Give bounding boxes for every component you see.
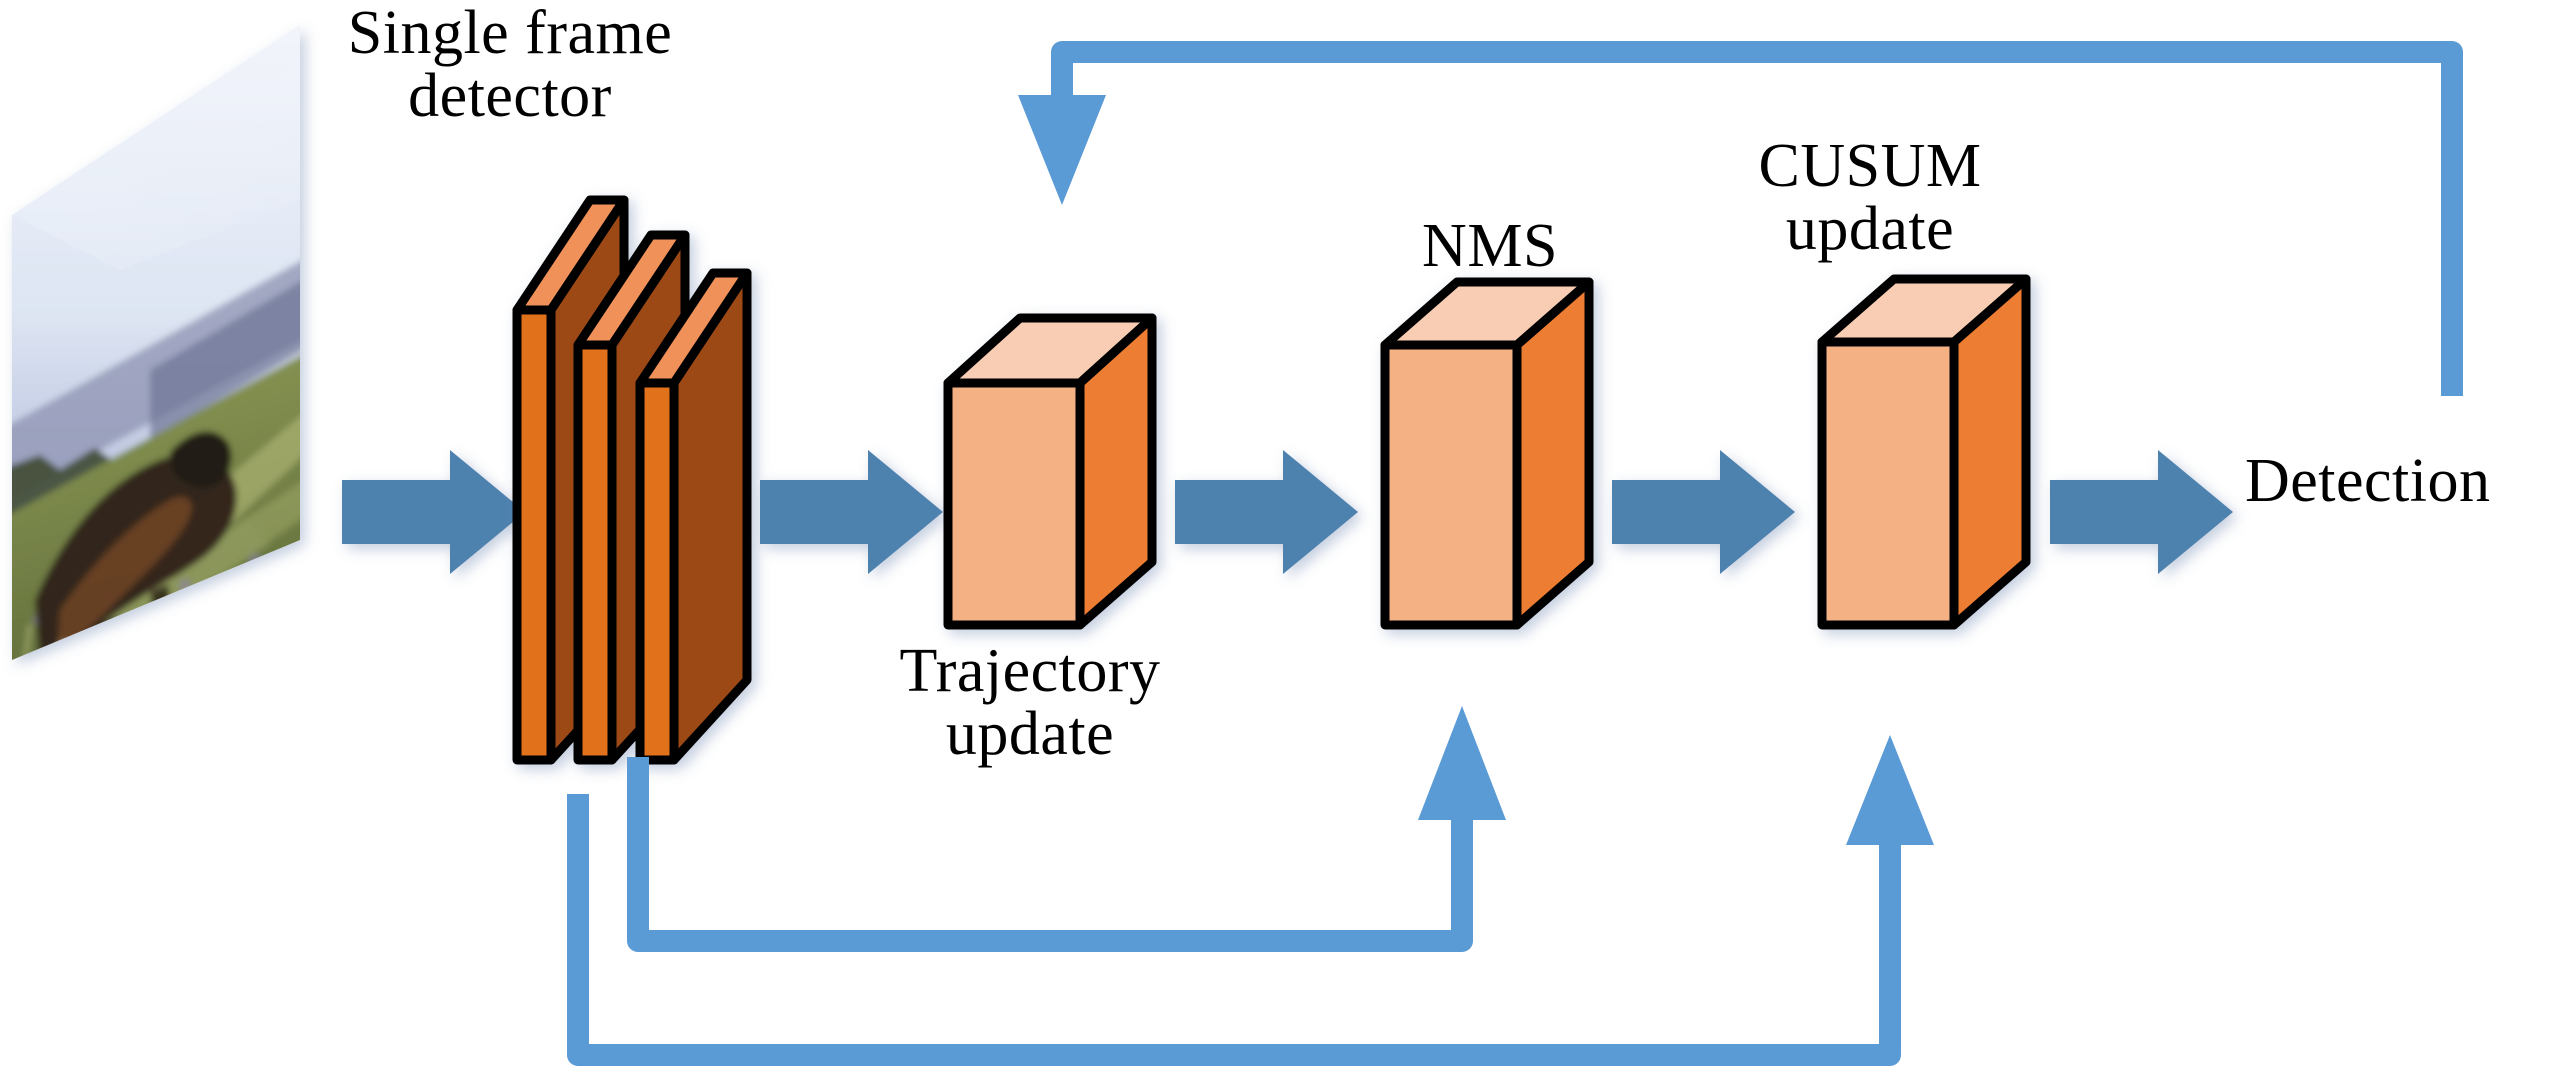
feedback-arrow-detector-to-cusum [567,735,1934,1066]
trajectory-update-box [943,313,1157,630]
single-frame-detector-block [512,195,752,765]
forward-arrow-detector-to-trajectory [760,450,943,574]
feedback-arrow-detection-to-trajectory [1018,41,2463,396]
label-nms: NMS [1422,212,1558,280]
nms-box [1380,277,1594,630]
label-detection: Detection [2245,447,2491,515]
forward-arrow-nms-to-cusum [1612,450,1795,574]
cusum-update-box [1817,274,2031,630]
forward-arrow-cusum-to-detection [2050,450,2233,574]
forward-arrow-trajectory-to-nms [1175,450,1358,574]
label-single-frame-detector: Single frame detector [347,0,673,131]
label-trajectory-update: Trajectory update [899,637,1161,769]
label-cusum-update: CUSUM update [1758,132,1982,264]
detector-slab-3 [635,268,752,765]
feedback-arrow-detector-to-nms [627,706,1506,952]
forward-arrow-input-to-detector [342,450,525,574]
